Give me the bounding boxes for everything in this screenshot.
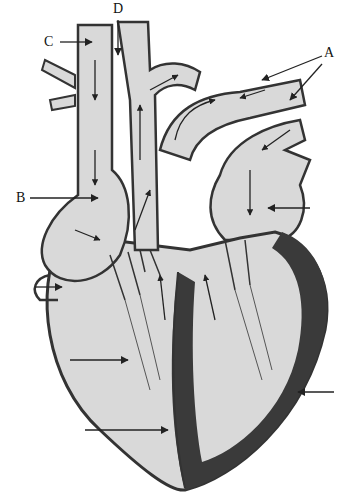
right-atrium <box>42 25 129 281</box>
part-letter: C <box>44 35 53 49</box>
flow-arrows <box>75 60 290 320</box>
chordae <box>125 285 272 390</box>
pointer-lines <box>35 208 334 430</box>
leader-lines <box>30 20 322 198</box>
left-atrium <box>210 120 310 240</box>
part-letter: A <box>324 46 334 60</box>
ventricle-wall <box>172 232 327 490</box>
aorta <box>118 22 200 250</box>
part-letter: B <box>16 191 25 205</box>
septum <box>173 272 185 488</box>
valve-cusps <box>110 240 250 300</box>
part-letter: D <box>113 2 123 16</box>
vessel-branches <box>42 60 75 110</box>
